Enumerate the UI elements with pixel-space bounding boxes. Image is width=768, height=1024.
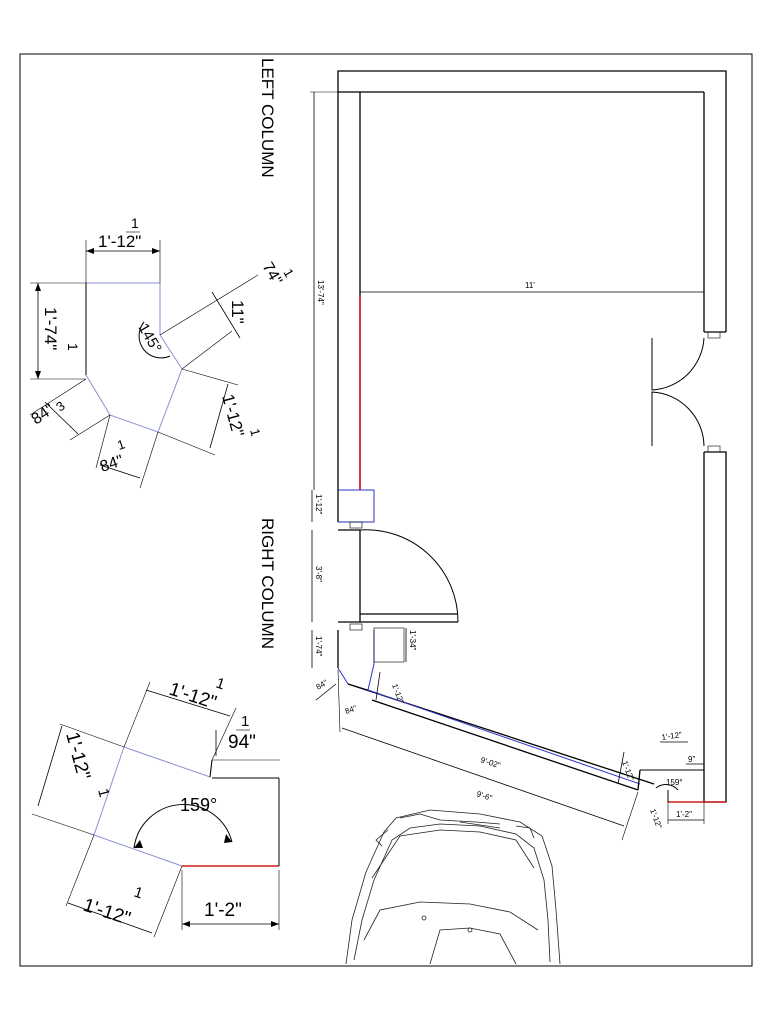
left-right-mid: 11" (228, 300, 247, 324)
plan-height-dim: 13'-74" (316, 280, 325, 305)
plan-diag-small-a: 84" (315, 678, 330, 692)
plan-corner-nine: 9" (688, 755, 695, 764)
floor-plan: 13'-74" 11' 1'-12" 3'-8" 1'-74" 1'-34" 8… (310, 70, 727, 841)
left-lower-left: 84" (29, 401, 58, 428)
left-bottom: 84" (98, 452, 126, 475)
right-angle: 159° (180, 795, 217, 815)
right-left: 1'-12" (61, 730, 94, 782)
plan-diag-outer: 9'-6" (475, 789, 493, 803)
plan-diag-small-b: 1'-12" (390, 683, 405, 705)
plan-corner-angle: 159° (666, 778, 683, 787)
left-width-top-frac: 1 (131, 215, 139, 231)
plan-diag-end-a: 1'-12" (620, 760, 635, 782)
left-column-detail: 1'-12" 1 1'-74" 1 145° 11" 74" 1 1'-12" … (29, 215, 297, 489)
left-height: 1'-74" (41, 307, 60, 350)
plan-corner-top: 1'-12" (661, 730, 683, 742)
left-column-label: LEFT COLUMN (258, 58, 277, 178)
plan-lower-left-col: 1'-74" (314, 636, 323, 657)
right-left-frac: 1 (94, 787, 113, 799)
car-illustration (345, 809, 561, 965)
plan-small-left: 1'-12" (314, 494, 323, 515)
right-bottom-left-frac: 1 (132, 884, 145, 903)
left-right-small-frac: 1 (280, 266, 297, 280)
sheet-border (19, 53, 753, 967)
left-height-frac: 1 (65, 343, 81, 351)
plan-diag-small-c: 84" (344, 704, 358, 716)
left-lower-right-frac: 1 (247, 427, 263, 438)
plan-diag-end-b: 1'-12" (648, 808, 663, 830)
right-offset-frac: 1 (241, 713, 249, 730)
right-offset: 94" (228, 732, 256, 753)
plan-diag-mid: 9'-02" (479, 755, 501, 770)
left-bottom-frac: 1 (115, 436, 127, 453)
plan-right-small: 1'-34" (408, 630, 417, 651)
plan-width-dim: 11' (525, 281, 535, 290)
right-bottom-right: 1'-2" (204, 900, 242, 921)
plan-corner-bottom: 1'-2" (676, 810, 692, 819)
left-width-top: 1'-12" (98, 232, 141, 251)
plan-door-opening: 3'-8" (314, 566, 323, 582)
left-lower-right: 1'-12" (218, 392, 248, 439)
right-top-frac: 1 (214, 675, 227, 694)
right-column-detail: 1'-12" 1 94" 1 1'-12" 1 159° 1'-12" 1 1'… (31, 675, 280, 938)
right-bottom-left: 1'-12" (80, 895, 133, 930)
right-column-label: RIGHT COLUMN (258, 518, 277, 649)
right-top: 1'-12" (166, 679, 219, 714)
